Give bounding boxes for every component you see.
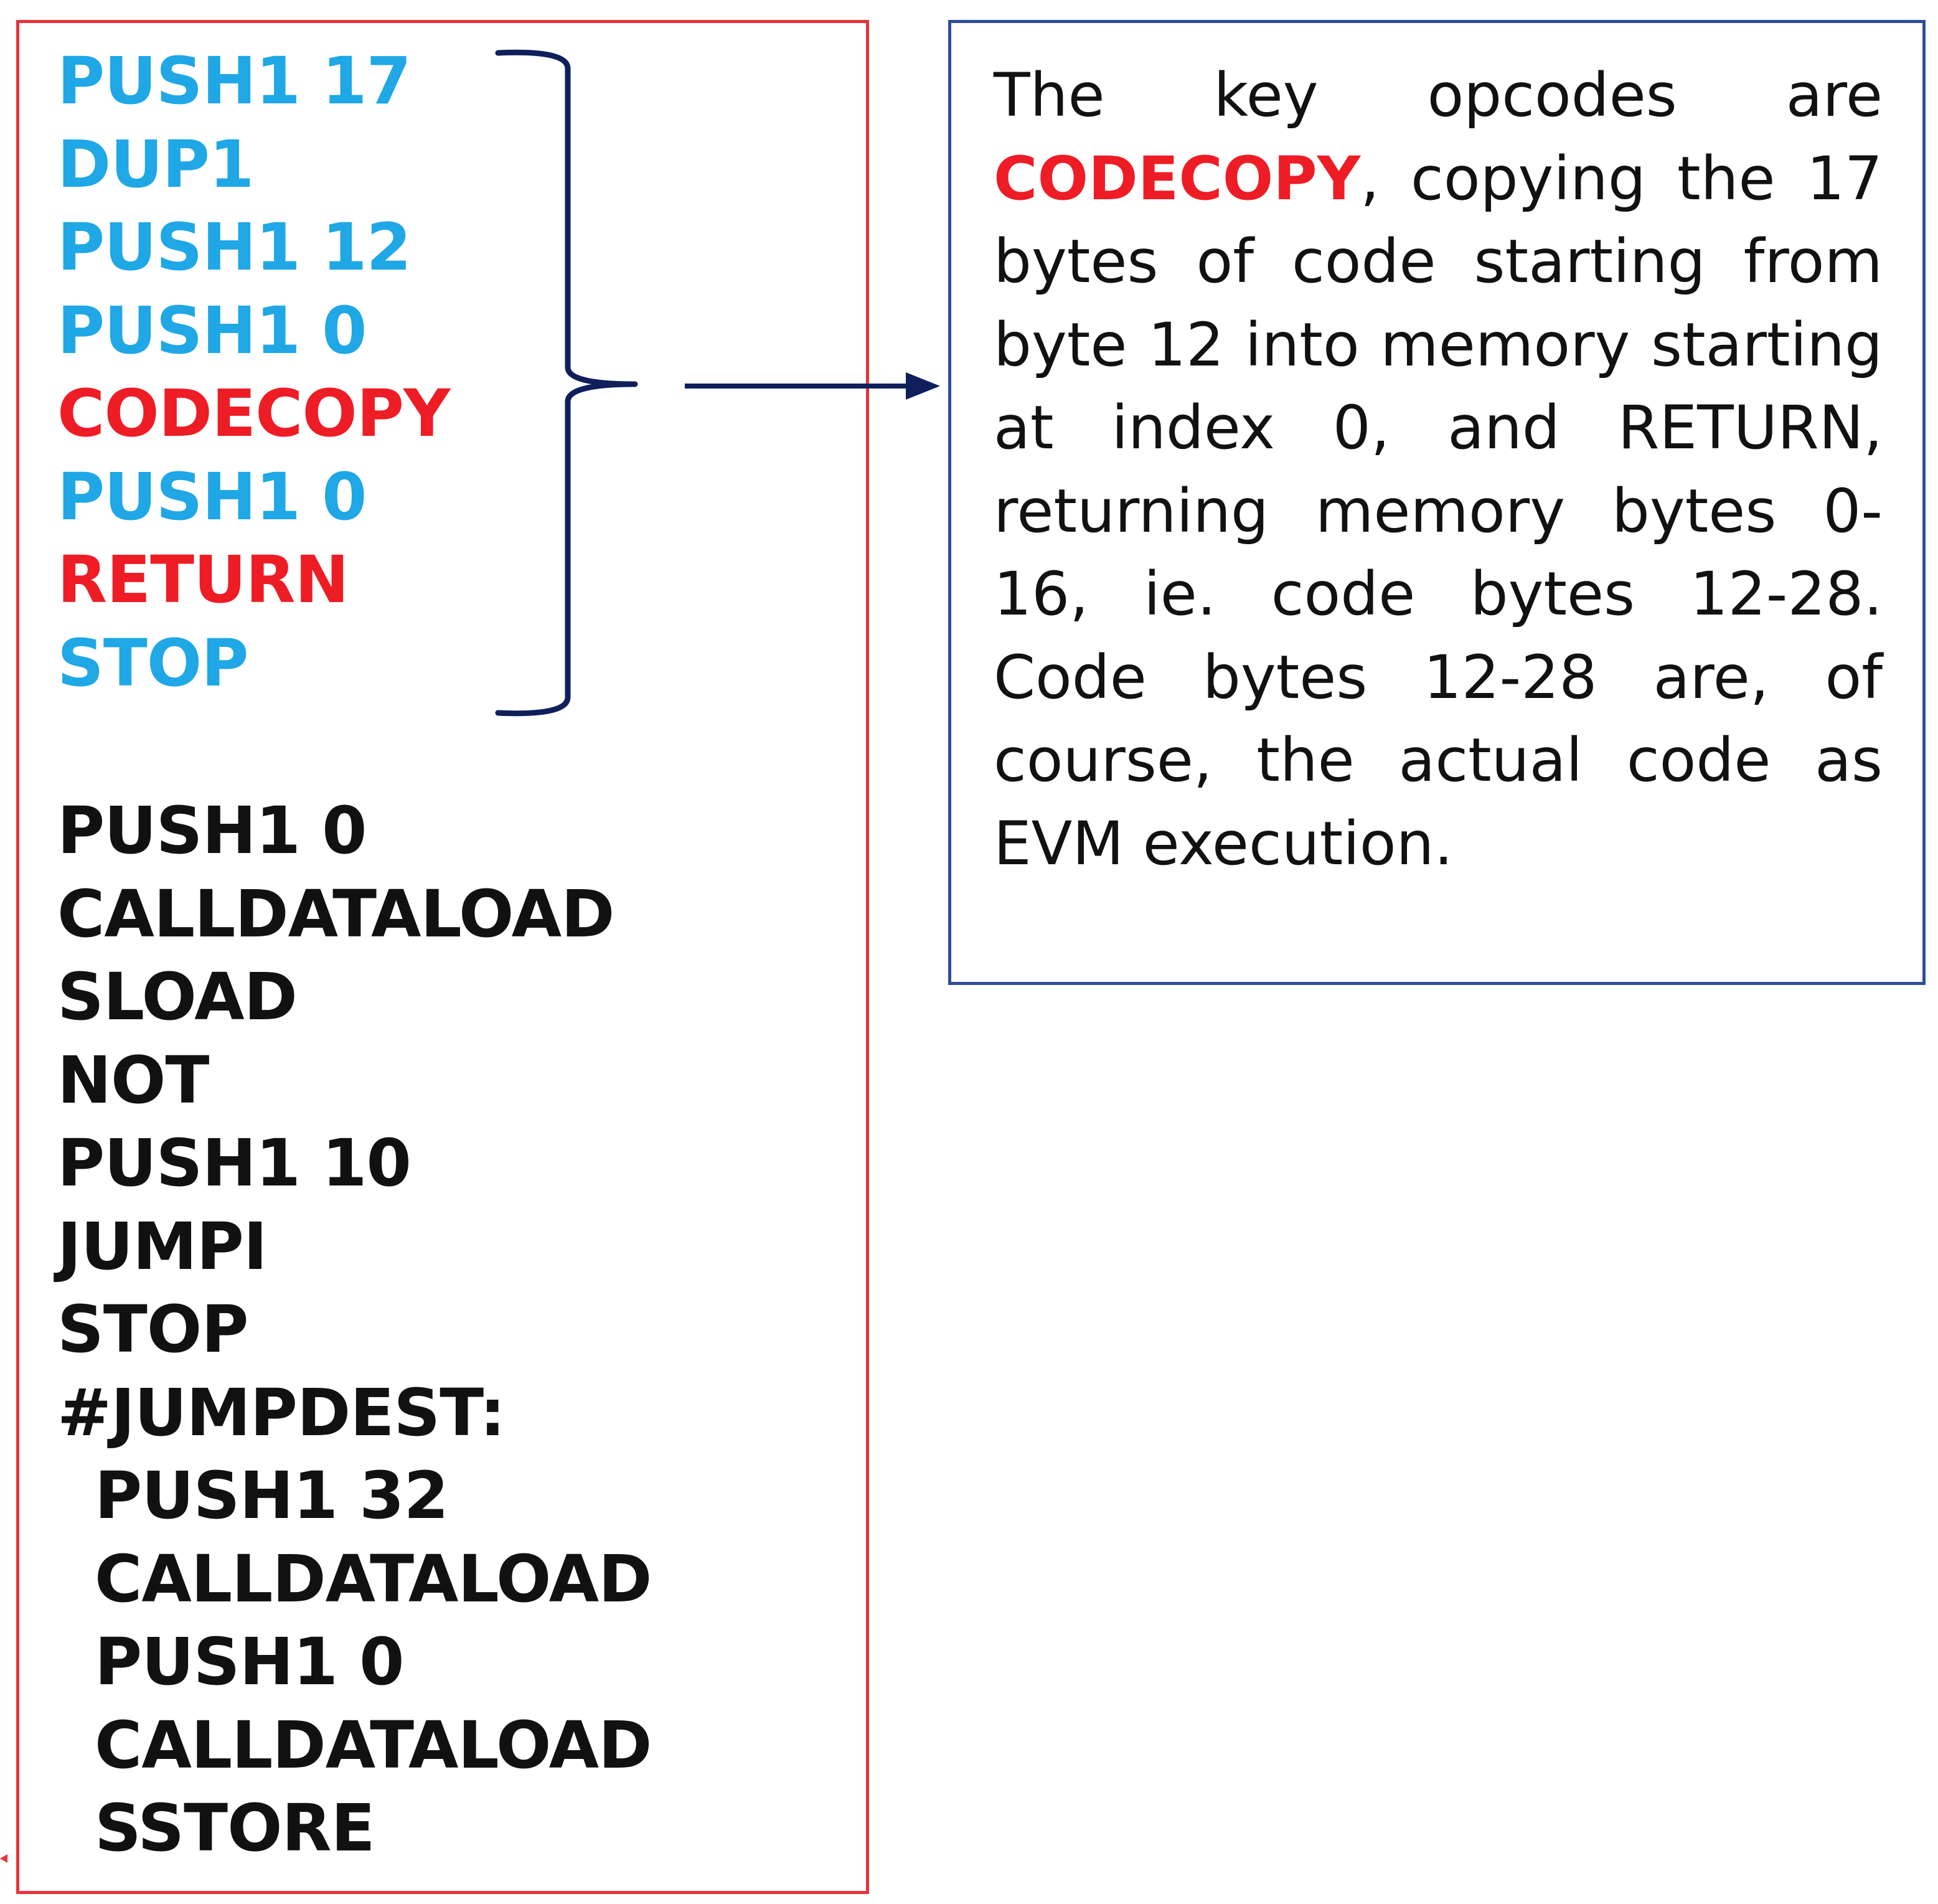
description-box: The key opcodes are CODECOPY, copying th… bbox=[948, 20, 1926, 985]
code-line: STOP bbox=[57, 624, 248, 701]
code-line: PUSH1 0 bbox=[57, 458, 367, 535]
description-body: , copying the 17 bytes of code starting … bbox=[994, 143, 1883, 879]
code-line: SLOAD bbox=[57, 959, 298, 1035]
code-listing-box bbox=[16, 20, 869, 1894]
edge-marker bbox=[0, 1854, 7, 1863]
code-line: PUSH1 0 bbox=[57, 793, 367, 869]
code-line: CODECOPY bbox=[57, 375, 450, 451]
description-text: The key opcodes are CODECOPY, copying th… bbox=[994, 54, 1883, 885]
code-line: #JUMPDEST: bbox=[57, 1374, 506, 1451]
description-highlight: CODECOPY bbox=[994, 143, 1361, 214]
code-line: NOT bbox=[57, 1042, 209, 1118]
code-line: PUSH1 0 bbox=[95, 1624, 405, 1700]
code-line: PUSH1 0 bbox=[57, 292, 367, 369]
code-line: PUSH1 32 bbox=[95, 1458, 449, 1534]
code-line: STOP bbox=[57, 1291, 248, 1367]
code-line: CALLDATALOAD bbox=[95, 1707, 652, 1783]
code-line: SSTORE bbox=[95, 1790, 375, 1866]
code-line: DUP1 bbox=[57, 126, 254, 202]
code-line: JUMPI bbox=[57, 1208, 268, 1284]
code-line: PUSH1 10 bbox=[57, 1125, 412, 1201]
arrow-head bbox=[906, 372, 940, 400]
description-intro: The key opcodes are bbox=[994, 60, 1883, 130]
code-line: RETURN bbox=[57, 542, 349, 618]
code-line: CALLDATALOAD bbox=[57, 875, 614, 952]
code-line: PUSH1 17 bbox=[57, 43, 412, 119]
code-line: PUSH1 12 bbox=[57, 209, 412, 285]
code-line: CALLDATALOAD bbox=[95, 1540, 652, 1617]
curly-brace bbox=[495, 49, 638, 717]
